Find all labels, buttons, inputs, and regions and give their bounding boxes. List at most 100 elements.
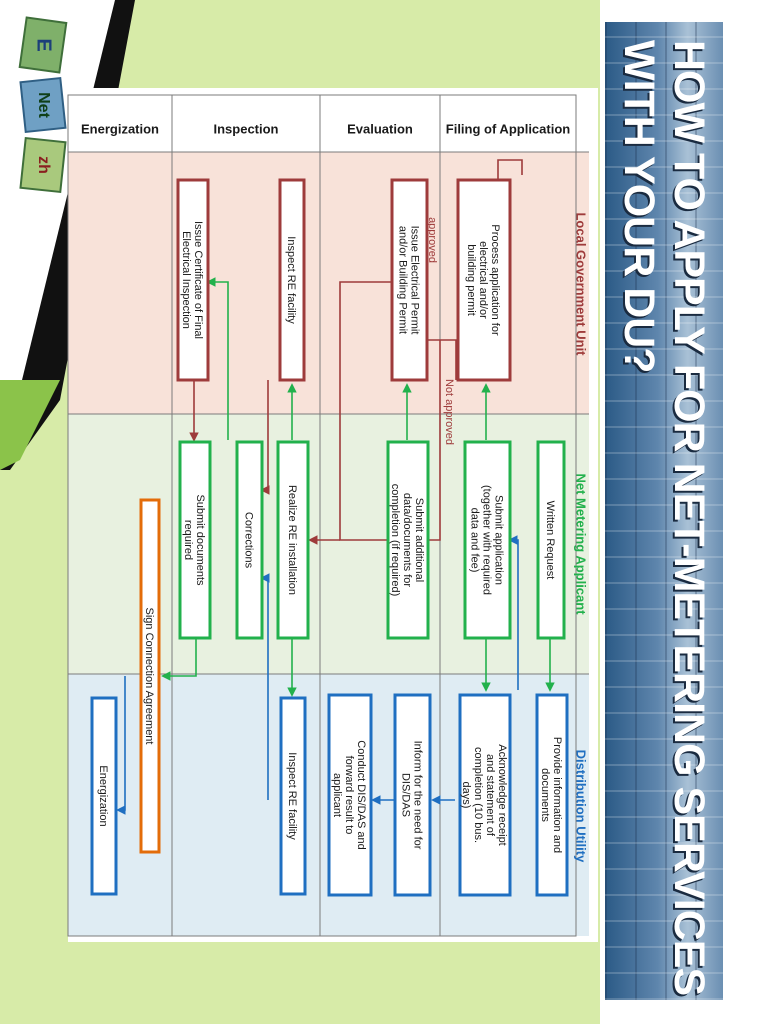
box-du-inform: Inform for the need forDIS/DAS (393, 693, 432, 897)
box-label-line: Sign Connection Agreement (143, 608, 155, 745)
box-label: Inspect RE facility (285, 236, 297, 324)
enet-logo: E Net zh (18, 16, 68, 194)
box-label: Sign Connection Agreement (143, 608, 155, 745)
logo-zh: zh (35, 156, 52, 174)
box-label-line: electrical and/or (477, 241, 489, 319)
box-frame (393, 693, 432, 897)
phase-energization: Energization (81, 121, 159, 136)
box-label-line: Issue Certificate of Final (192, 221, 204, 339)
box-frame (139, 498, 161, 854)
arrow-inspect-to-corrections (260, 380, 270, 495)
box-label-line: data/documents for (401, 493, 413, 588)
box-du-acknowledge: Acknowledge receiptand statement ofcompl… (458, 693, 512, 897)
box-label-line: DIS/DAS (400, 773, 412, 817)
box-label-line: Submit additional (413, 498, 425, 582)
box-app-realize: Realize RE installation (276, 440, 310, 640)
box-label: Inspect RE facility (286, 752, 298, 840)
arrow-documents-to-sign (161, 638, 197, 681)
box-du-energization: Energization (90, 696, 118, 896)
box-label-line: Submit application (493, 495, 505, 585)
box-label-line: Conduct DIS/DAS and (355, 740, 367, 849)
box-label-line: days) (460, 782, 472, 809)
box-label-line: required (182, 520, 194, 560)
box-frame (535, 693, 569, 897)
arrow-provide-to-submit (508, 535, 519, 690)
box-label: Process application forelectrical and/or… (465, 224, 501, 336)
arrow-du-inspect-to-corrections (260, 573, 270, 800)
box-frame (463, 440, 512, 640)
box-frame (178, 440, 212, 640)
lane-title-du: Distribution Utility (574, 750, 589, 863)
box-lgu-permit: Issue Electrical Permitand/or Building P… (390, 178, 429, 382)
phase-filing: Filing of Application (446, 121, 571, 136)
box-frame (386, 440, 430, 640)
box-label: Submit documentsrequired (182, 494, 206, 586)
lane-title-lgu: Local Government Unit (574, 212, 589, 356)
box-label-line: Acknowledge receipt (496, 744, 508, 846)
box-frame (278, 178, 306, 382)
box-label-line: building permit (465, 244, 477, 316)
box-label-line: documents (539, 768, 551, 822)
box-label-line: applicant (331, 773, 343, 817)
box-du-provide: Provide information anddocuments (535, 693, 569, 897)
title-banner: HOW TO APPLY FOR NET-METERING SERVICES W… (605, 22, 723, 1000)
box-label: Submit application(together with require… (469, 485, 505, 595)
box-label-line: data and fee) (469, 508, 481, 573)
box-label: Issue Certificate of FinalElectrical Ins… (180, 221, 204, 339)
box-frame (536, 440, 566, 640)
box-label-line: Inform for the need for (412, 741, 424, 850)
box-label: Submit additionaldata/documents forcompl… (389, 484, 425, 597)
box-du-inspect: Inspect RE facility (279, 696, 307, 896)
box-label-line: Provide information and (551, 737, 563, 853)
box-app-written: Written Request (536, 440, 566, 640)
box-app-submit: Submit application(together with require… (463, 440, 512, 640)
box-frame (458, 693, 512, 897)
box-label: Conduct DIS/DAS andforward result toappl… (331, 740, 367, 849)
box-label-line: and statement of (484, 754, 496, 837)
arrow-sign-to-energization (116, 676, 126, 815)
arrow-corrections-to-certificate (206, 277, 229, 440)
label-approved: approved (426, 217, 438, 263)
box-lgu-process: Process application forelectrical and/or… (456, 178, 512, 382)
box-label-line: forward result to (343, 756, 355, 835)
box-label-line: completion (10 bus. (472, 747, 484, 843)
box-frame (390, 178, 429, 382)
solar-panel-photo (605, 22, 723, 1000)
box-frame (456, 178, 512, 382)
box-label: Acknowledge receiptand statement ofcompl… (460, 744, 508, 846)
box-label: Energization (97, 765, 109, 826)
box-frame (276, 440, 310, 640)
box-frame (235, 440, 264, 640)
box-frame (279, 696, 307, 896)
box-label-line: Issue Electrical Permit (409, 226, 421, 335)
logo-letter: E (33, 38, 55, 51)
box-label-line: Corrections (243, 512, 255, 569)
box-frame (176, 178, 210, 382)
box-label-line: Realize RE installation (286, 485, 298, 595)
box-label: Corrections (243, 512, 255, 569)
title-line-2: WITH YOUR DU? (615, 40, 663, 373)
box-label-line: completion (if required) (389, 484, 401, 597)
phase-evaluation: Evaluation (347, 121, 413, 136)
phase-inspection: Inspection (213, 121, 278, 136)
box-label-line: Energization (97, 765, 109, 826)
lane-title-applicant: Net Metering Applicant (574, 473, 589, 615)
box-frame (90, 696, 118, 896)
box-app-additional: Submit additionaldata/documents forcompl… (386, 440, 430, 640)
box-label-line: and/or Building Permit (397, 226, 409, 334)
arrow-lgu-top (497, 159, 523, 180)
box-lgu-certificate: Issue Certificate of FinalElectrical Ins… (176, 178, 210, 382)
box-label-line: Electrical Inspection (180, 231, 192, 329)
box-label-line: Inspect RE facility (285, 236, 297, 324)
box-label: Written Request (544, 501, 556, 580)
box-label-line: (together with required (481, 485, 493, 595)
box-label-line: Inspect RE facility (286, 752, 298, 840)
box-app-corrections: Corrections (235, 440, 264, 640)
box-lgu-inspect: Inspect RE facility (278, 178, 306, 382)
box-frame (327, 693, 373, 897)
box-app-sign: Sign Connection Agreement (139, 498, 161, 854)
box-label-line: Submit documents (194, 494, 206, 586)
box-label: Issue Electrical Permitand/or Building P… (397, 226, 421, 335)
label-not-approved: Not approved (443, 379, 455, 445)
